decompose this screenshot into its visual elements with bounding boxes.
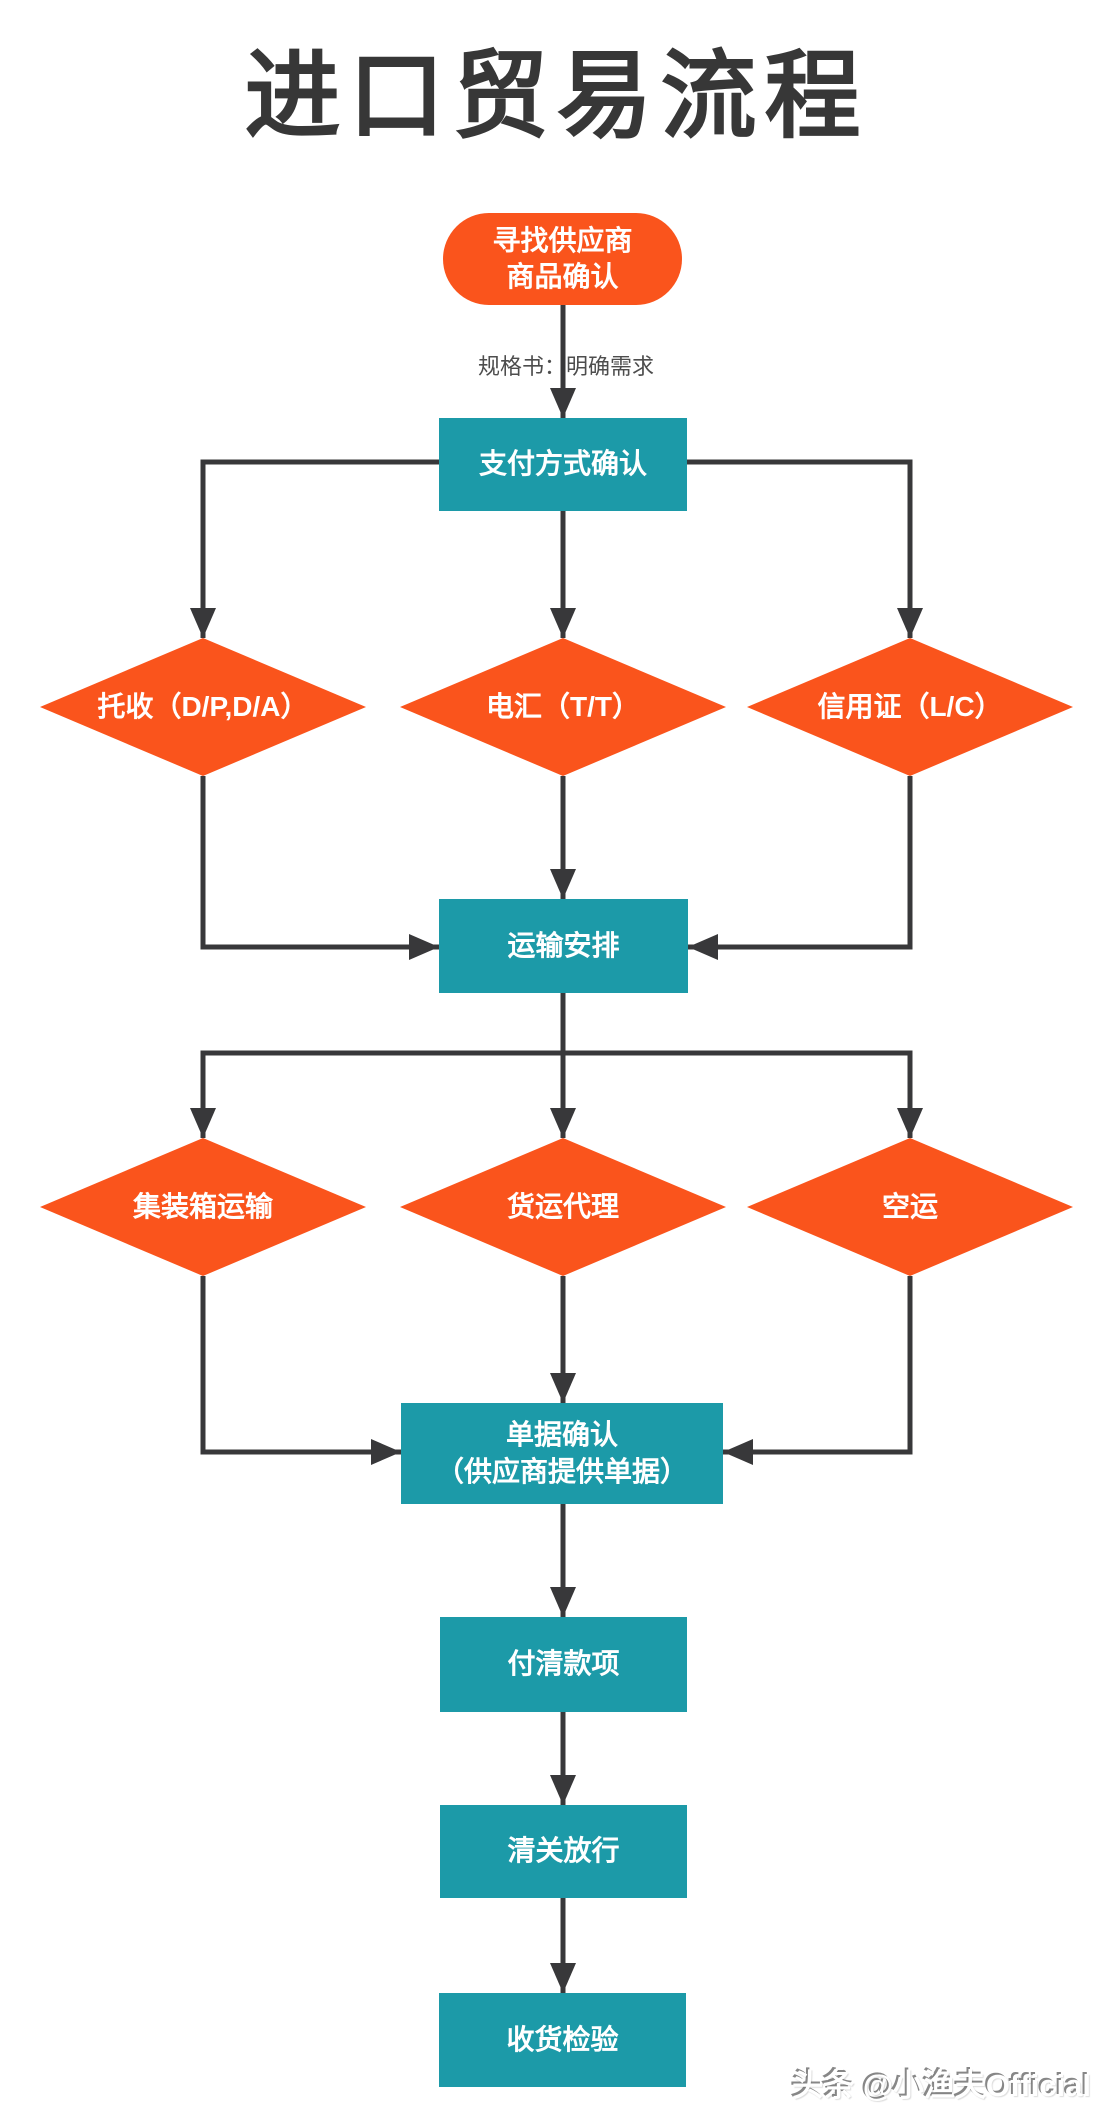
payment-method-node: 支付方式确认: [439, 418, 687, 511]
wire-transfer-label: 电汇（T/T）: [486, 690, 640, 722]
goods-inspection-node: 收货检验: [439, 1993, 686, 2087]
freight-forwarder-label: 货运代理: [506, 1190, 619, 1222]
letter-of-credit-label: 信用证（L/C）: [817, 690, 1003, 722]
page-title: 进口贸易流程: [244, 43, 869, 150]
container-shipping-label: 集装箱运输: [132, 1190, 273, 1222]
transport-node: 运输安排: [439, 899, 688, 993]
connector-collection-to-transport: [200, 776, 439, 960]
connector-payment-to-loc: [687, 459, 923, 638]
collection-label: 托收（D/P,D/A）: [97, 690, 309, 722]
connector-payment-to-collection: [190, 459, 439, 638]
payment-method-label: 支付方式确认: [478, 448, 647, 480]
document-confirm-node: 单据确认 （供应商提供单据）: [401, 1403, 723, 1504]
air-freight-label: 空运: [881, 1190, 938, 1222]
start-node-line2: 商品确认: [506, 261, 619, 292]
connector-transport-to-container: [190, 1050, 563, 1138]
connector-container-to-document: [200, 1276, 401, 1465]
pay-balance-node: 付清款项: [440, 1617, 687, 1712]
connector-air-to-document: [723, 1276, 913, 1465]
spec-edge-label: 规格书：明确需求: [477, 354, 655, 379]
customs-clearance-label: 清关放行: [507, 1835, 620, 1867]
connector-transport-to-air: [563, 1050, 923, 1138]
pay-balance-label: 付清款项: [507, 1648, 620, 1680]
transport-label: 运输安排: [507, 929, 620, 961]
start-node-label: 寻找供应商 商品确认: [492, 223, 632, 296]
watermark-text: 头条 @小渔夫Official: [792, 2068, 1091, 2103]
document-confirm-label: 单据确认 （供应商提供单据）: [436, 1417, 688, 1490]
document-confirm-line2: （供应商提供单据）: [435, 1455, 688, 1487]
start-node: 寻找供应商 商品确认: [443, 213, 682, 305]
goods-inspection-label: 收货检验: [506, 2023, 619, 2055]
document-confirm-line1: 单据确认: [505, 1419, 618, 1451]
start-node-line1: 寻找供应商: [492, 224, 633, 256]
customs-clearance-node: 清关放行: [440, 1805, 687, 1898]
connector-loc-to-transport: [688, 776, 913, 960]
